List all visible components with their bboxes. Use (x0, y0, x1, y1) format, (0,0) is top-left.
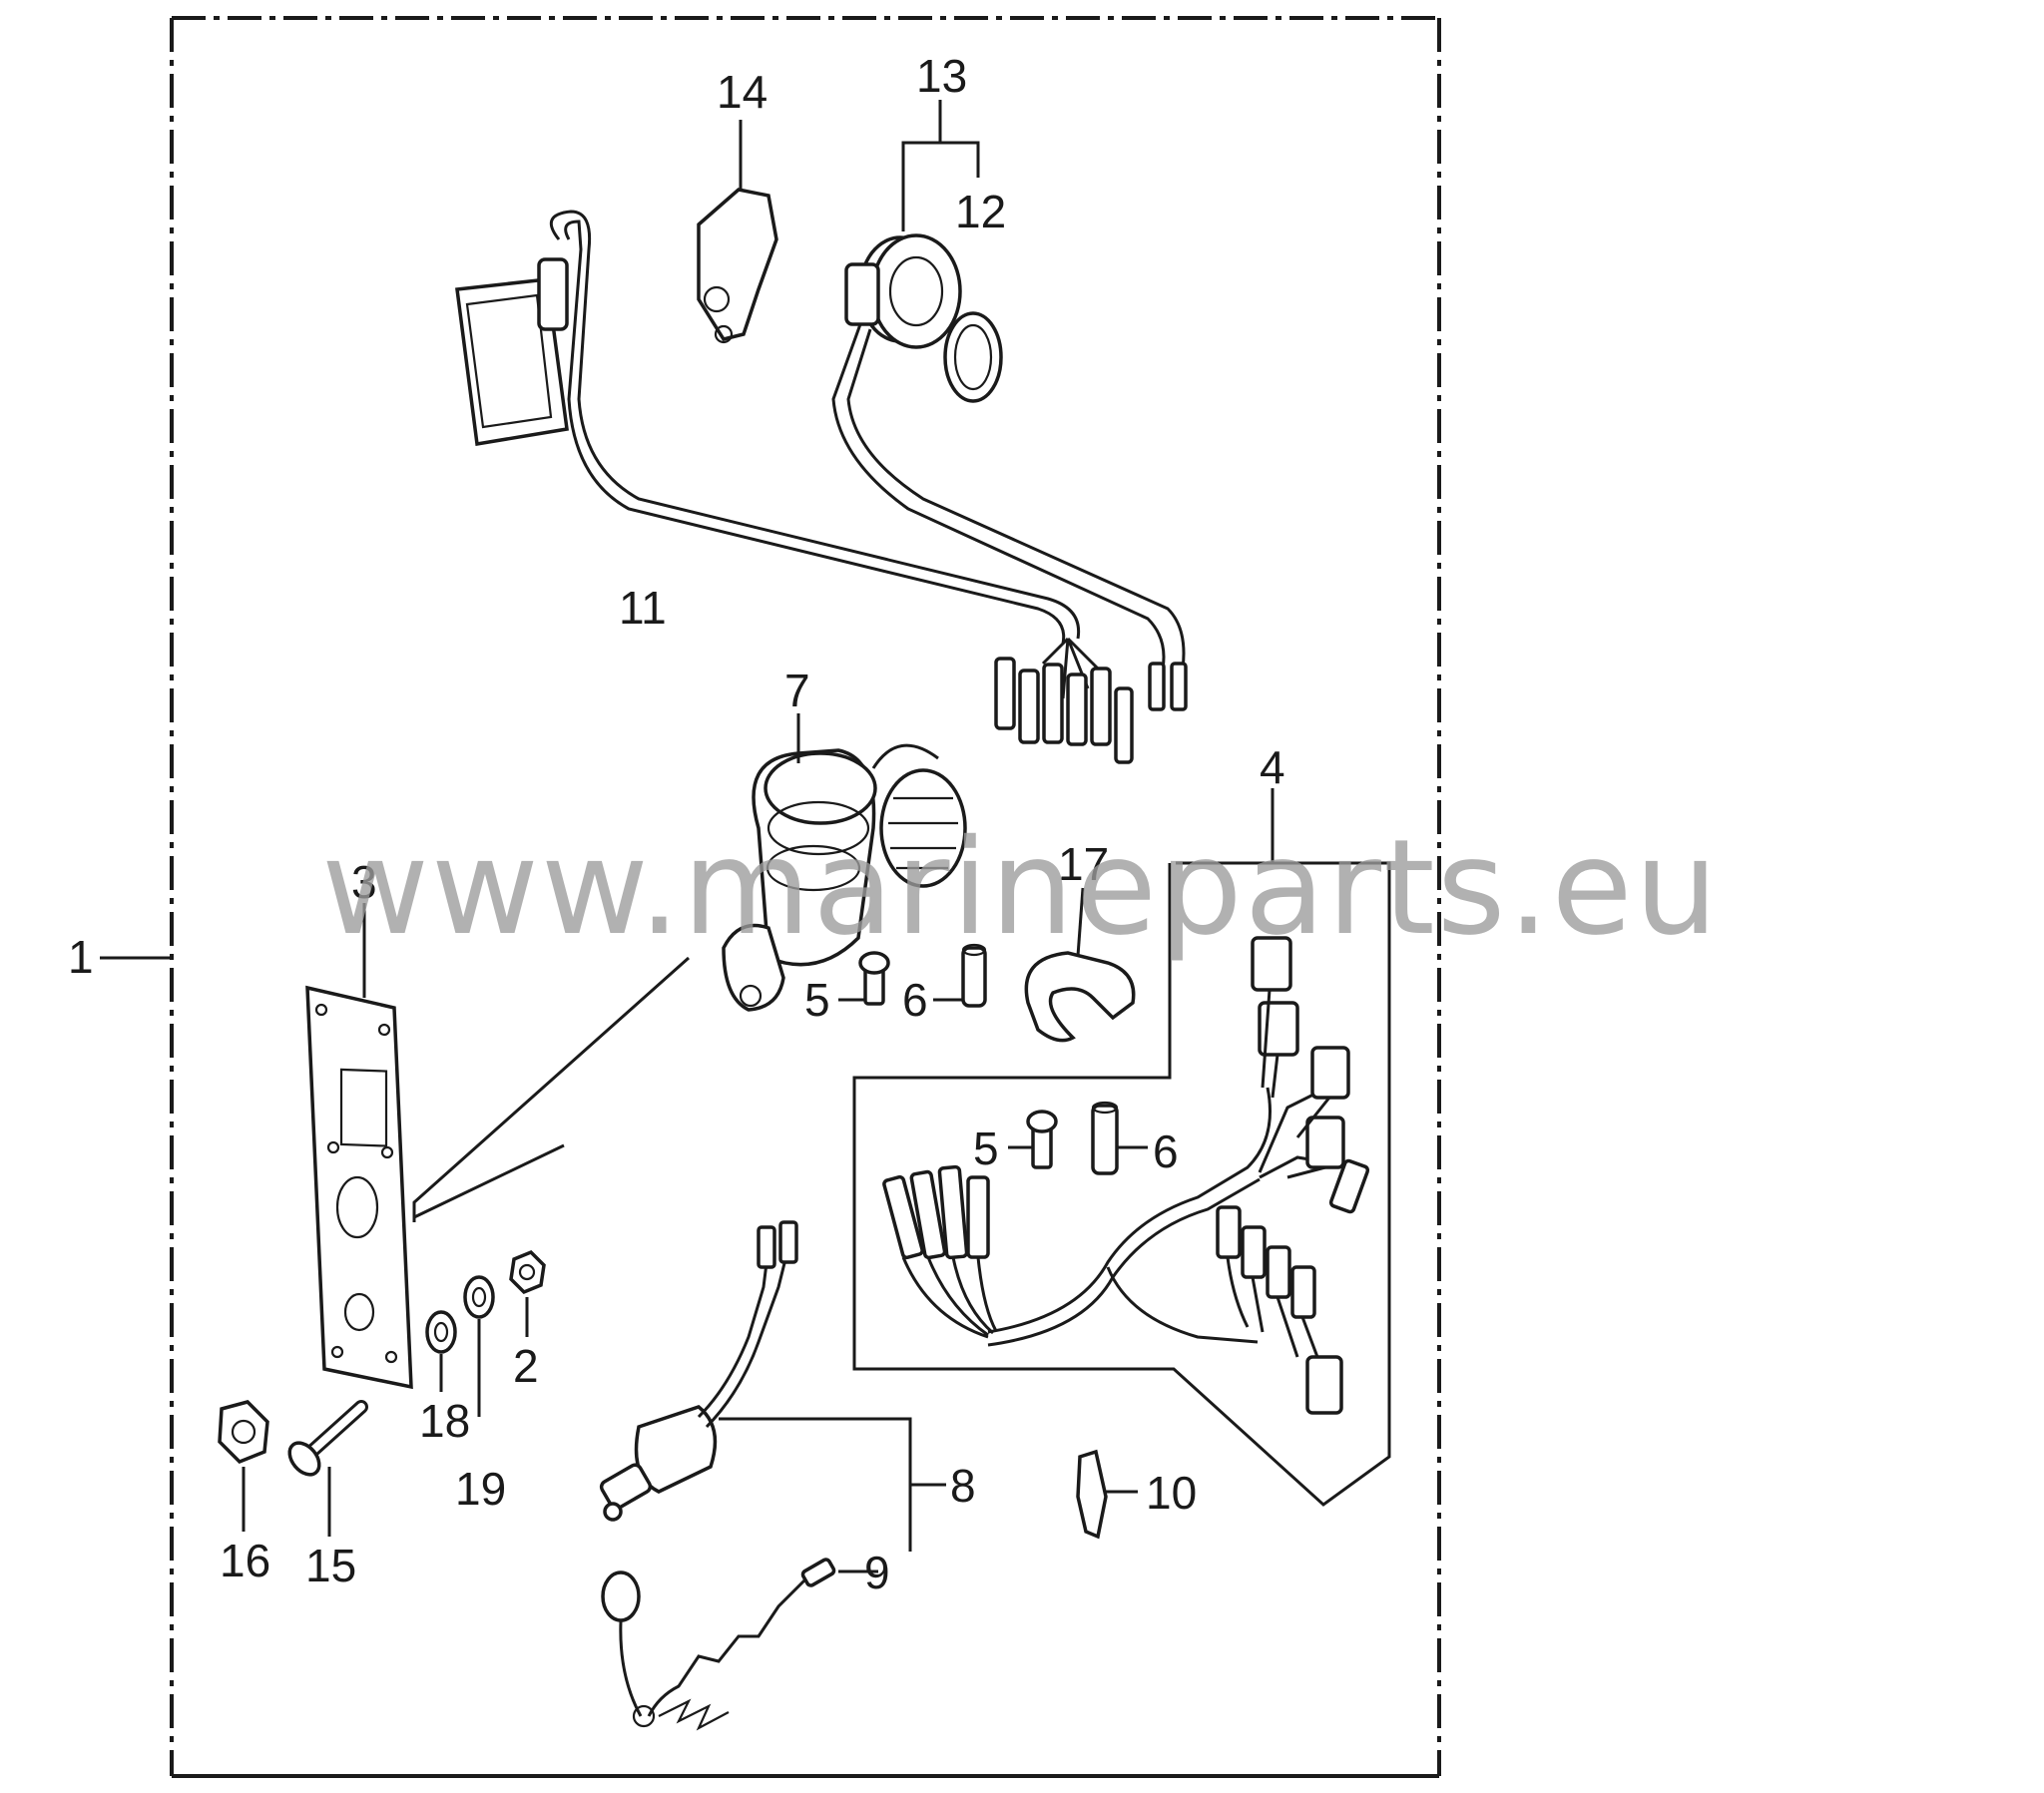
switch-harness-part-11 (455, 210, 1134, 764)
clamp-part-17 (1024, 887, 1136, 1043)
callout-1: 1 (68, 931, 94, 983)
clip-part-10 (1076, 1449, 1138, 1540)
callout-15: 15 (305, 1540, 356, 1591)
callout-18: 18 (419, 1395, 470, 1447)
callout-7: 7 (784, 665, 810, 716)
connector-group-left (882, 1164, 998, 1339)
callout-17: 17 (1058, 838, 1109, 890)
callout-6-lower: 6 (1153, 1125, 1179, 1177)
harness-subframe (852, 788, 1391, 1507)
sleeve-part-6-lower (1091, 1101, 1148, 1175)
callout-14: 14 (717, 66, 767, 118)
connector-group-right (1216, 1205, 1343, 1415)
callout-12: 12 (955, 186, 1006, 237)
lanyard-part-9 (601, 1558, 878, 1731)
watermark-text: www.marineparts.eu (321, 811, 1720, 965)
washer-part-18 (425, 1310, 457, 1392)
callout-16: 16 (220, 1535, 270, 1586)
callout-5-upper: 5 (804, 974, 830, 1026)
callout-8: 8 (950, 1460, 976, 1512)
panel-plate-part-3 (305, 903, 413, 1390)
screw-part-5-upper (838, 951, 890, 1006)
callout-2: 2 (513, 1340, 539, 1392)
connector-cluster-7 (879, 768, 967, 888)
callout-19: 19 (455, 1463, 506, 1515)
wiring-harness-part-4 (882, 936, 1370, 1415)
nut-part-2 (509, 1249, 546, 1337)
meter-part-13 (831, 233, 1188, 711)
stop-switch-part-8 (599, 1220, 946, 1552)
callout-5-lower: 5 (973, 1122, 999, 1174)
bracket-part-14 (697, 120, 778, 344)
callout-13-bracket (901, 100, 980, 231)
connector-group-top (1251, 936, 1370, 1214)
meter-cover-part-12 (943, 311, 1003, 403)
callout-3: 3 (351, 856, 377, 908)
sleeve-part-6-upper (933, 943, 987, 1008)
callout-4: 4 (1260, 741, 1285, 793)
connector-bundle-11 (994, 657, 1134, 764)
main-switch-part-7 (412, 713, 967, 1222)
callout-9: 9 (864, 1547, 890, 1598)
callout-13: 13 (916, 50, 967, 102)
washer-part-19 (463, 1275, 495, 1417)
assembly-frame (100, 16, 1441, 1778)
nut-part-16 (218, 1400, 269, 1532)
callout-10: 10 (1146, 1467, 1197, 1519)
callout-11: 11 (619, 582, 667, 634)
screw-part-15 (287, 1400, 368, 1537)
callout-6-upper: 6 (902, 974, 928, 1026)
screw-part-5-lower (1008, 1110, 1058, 1169)
